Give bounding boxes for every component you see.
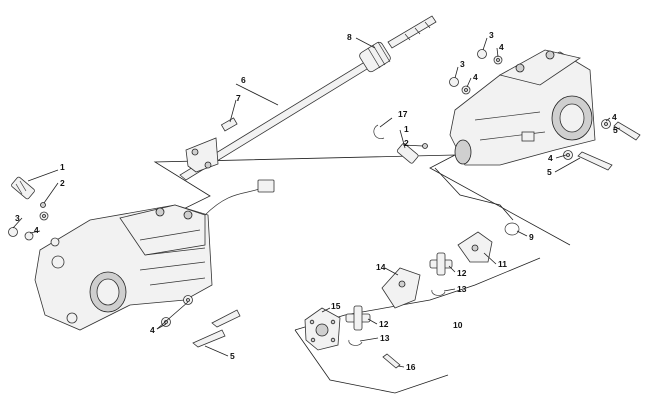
callout-13a: 13	[457, 284, 467, 294]
callout-labels: 1 2 3 4 4 5 6 7 8 3 4 3 4 17 1 2 4 5 4 5…	[15, 30, 618, 372]
callout-3b: 3	[489, 30, 494, 40]
rear-gearcase	[34, 179, 275, 331]
callout-10: 10	[453, 320, 463, 330]
front-differential	[449, 49, 596, 166]
callout-1a: 1	[60, 162, 65, 172]
callout-5c: 5	[613, 125, 618, 135]
callout-6: 6	[241, 75, 246, 85]
callout-12a: 12	[457, 268, 467, 278]
callout-13b: 13	[380, 333, 390, 343]
callout-9: 9	[529, 232, 534, 242]
callout-16: 16	[406, 362, 416, 372]
leader-lines	[12, 37, 621, 368]
shaft-bracket	[185, 117, 238, 173]
callout-4c: 4	[499, 42, 504, 52]
callout-7: 7	[236, 93, 241, 103]
callout-4d: 4	[473, 72, 478, 82]
callout-3c: 3	[460, 59, 465, 69]
callout-1b: 1	[404, 124, 409, 134]
callout-14: 14	[376, 262, 386, 272]
callout-5b: 5	[547, 167, 552, 177]
callout-15: 15	[331, 301, 341, 311]
callout-17: 17	[398, 109, 408, 119]
callout-2a: 2	[60, 178, 65, 188]
callout-8: 8	[347, 32, 352, 42]
callout-12b: 12	[379, 319, 389, 329]
callout-4f: 4	[612, 112, 617, 122]
callout-3a: 3	[15, 213, 20, 223]
universal-joint-parts	[304, 231, 493, 369]
callout-11: 11	[498, 259, 507, 269]
drive-shaft	[179, 15, 437, 181]
callout-5a: 5	[230, 351, 235, 361]
callout-2b: 2	[404, 138, 409, 148]
callout-4b: 4	[150, 325, 155, 335]
callout-4e: 4	[548, 153, 553, 163]
callout-4a: 4	[34, 225, 39, 235]
hardware	[8, 49, 641, 348]
